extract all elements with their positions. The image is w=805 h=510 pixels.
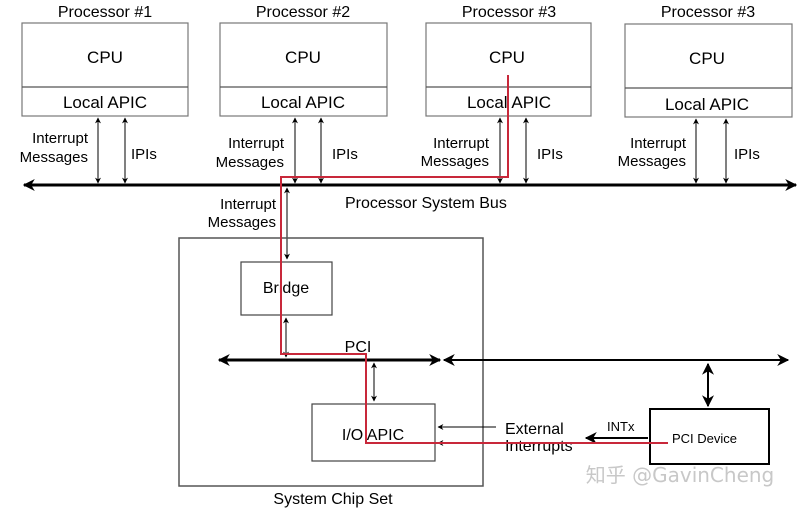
processor-1: CPU Local APIC [21,22,189,117]
p4-interrupt-label-1: Interrupt [630,135,687,152]
local-apic-1-label: Local APIC [63,93,147,112]
processor-2-title: Processor #2 [256,4,350,21]
bridge-interrupt-label-2: Messages [208,214,276,231]
p4-interrupt-label-2: Messages [618,153,686,170]
bridge-interrupt-label-1: Interrupt [220,196,277,213]
p3-ipi-label: IPIs [537,146,563,163]
p3-interrupt-label-2: Messages [421,153,489,170]
bus-label: Processor System Bus [345,195,507,212]
cpu-2-label: CPU [285,48,321,67]
p1-interrupt-label-2: Messages [20,149,88,166]
processor-3-title: Processor #3 [462,4,556,21]
io-apic-box [311,403,436,462]
bridge-label: Bridge [263,280,309,297]
p2-ipi-label: IPIs [332,146,358,163]
processor-4: CPU Local APIC [624,23,793,118]
pci-label: PCI [345,339,372,356]
bridge-box [240,261,333,316]
processor-4-box [624,23,793,118]
p2-interrupt-label-2: Messages [216,154,284,171]
external-label-1: External [505,421,564,438]
p1-ipi-label: IPIs [131,146,157,163]
processor-2-box [219,22,388,117]
processor-2: CPU Local APIC [219,22,388,117]
p4-ipi-label: IPIs [734,146,760,163]
watermark: 知乎 @GavinCheng [586,463,775,487]
p1-interrupt-label-1: Interrupt [32,130,89,147]
pci-device-label: PCI Device [672,431,737,446]
local-apic-4-label: Local APIC [665,95,749,114]
external-label-2: Interrupts [505,438,573,455]
interrupt-path [280,75,668,444]
intx-label: INTx [607,419,635,434]
local-apic-2-label: Local APIC [261,93,345,112]
processor-4-title: Processor #3 [661,4,755,21]
system-chip-set-label: System Chip Set [273,491,393,508]
pci-device-box [649,408,770,465]
cpu-1-label: CPU [87,48,123,67]
processor-1-box [21,22,189,117]
io-apic-label: I/O APIC [342,427,404,444]
p2-interrupt-label-1: Interrupt [228,135,285,152]
p3-interrupt-label-1: Interrupt [433,135,490,152]
processor-1-title: Processor #1 [58,4,152,21]
cpu-3-label: CPU [489,48,525,67]
cpu-4-label: CPU [689,49,725,68]
